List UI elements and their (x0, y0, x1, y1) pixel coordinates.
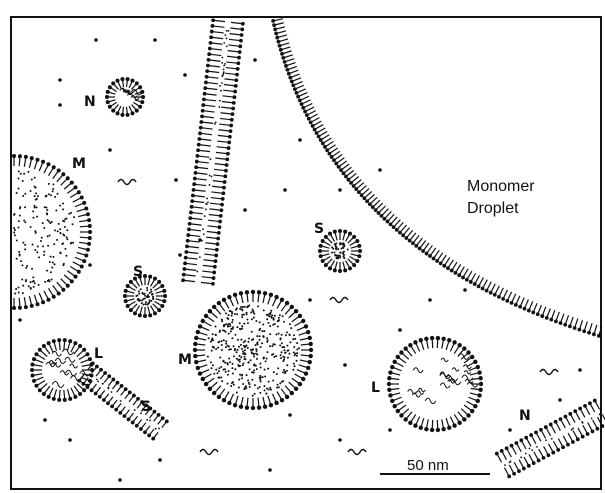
micelle-n-top (105, 77, 145, 117)
micelle-m-large (193, 290, 313, 410)
half-micelle-left (12, 154, 92, 310)
micelle-s-center (318, 229, 362, 273)
figure-frame (11, 17, 601, 489)
droplet-label-line1: Monomer (467, 178, 535, 195)
monomer-droplet-boundary (271, 19, 602, 338)
label-s-micelle-left: S (133, 264, 143, 280)
bilayer-vertical (181, 18, 245, 285)
structures-layer (12, 18, 605, 481)
scale-bar-label: 50 nm (407, 457, 449, 474)
bilayer-tail-left (77, 361, 168, 440)
micelle-l-right (387, 336, 483, 432)
label-l-micelle-right: L (371, 380, 380, 396)
micelle-l-left (30, 338, 94, 402)
label-s-bilayer-tail: S (141, 399, 151, 415)
label-m-large-micelle: M (178, 352, 192, 368)
micelle-s-left (123, 274, 167, 318)
label-m-half-micelle: M (72, 156, 86, 172)
label-n-micelle-top: N (84, 94, 96, 110)
label-l-micelle-left: L (94, 346, 103, 362)
label-n-bilayer: N (519, 408, 531, 424)
label-s-micelle-center: S (314, 221, 324, 237)
droplet-label-line2: Droplet (467, 200, 519, 217)
bilayer-bottom-right (495, 399, 605, 479)
